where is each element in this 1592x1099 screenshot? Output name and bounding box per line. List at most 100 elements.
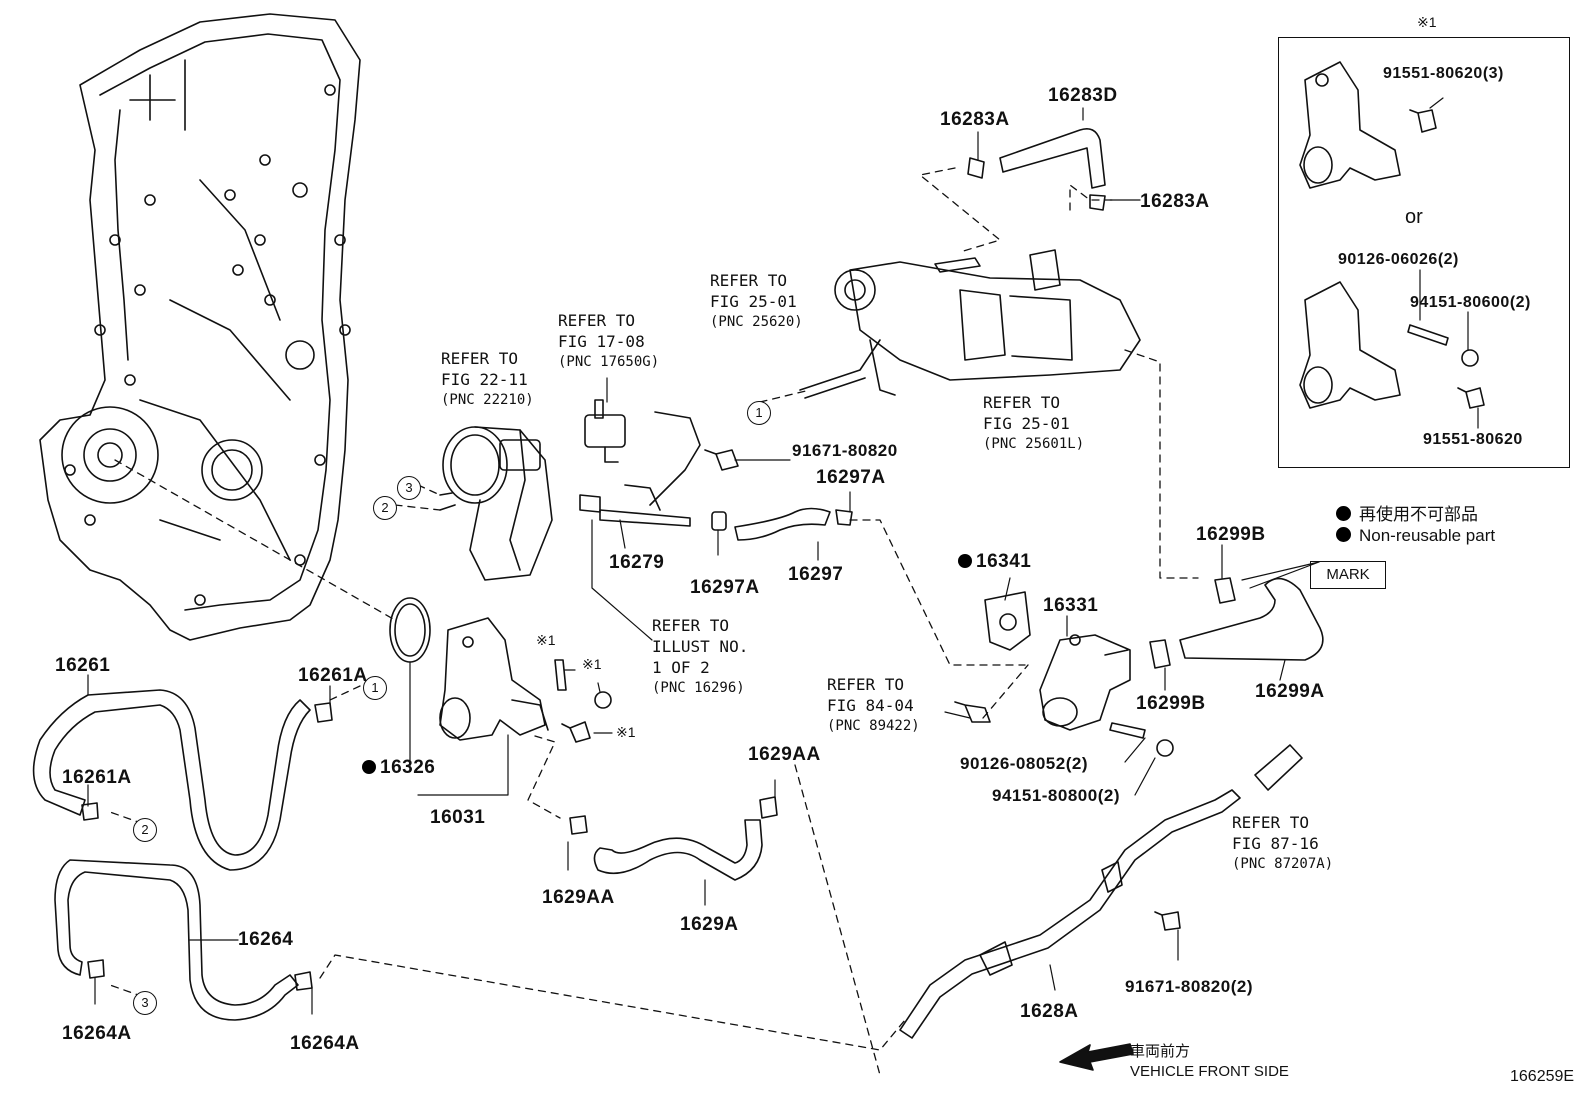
inset-part-94151-80600: 94151-80600(2) <box>1410 294 1531 311</box>
inset-part-91551-80620: 91551-80620 <box>1423 431 1523 448</box>
clip-16261A-top-drawing <box>314 702 333 723</box>
part-16261A-left: 16261A <box>62 767 132 788</box>
part-90126-08052: 90126-08052(2) <box>960 754 1088 773</box>
part-1629AA-top: 1629AA <box>748 744 821 765</box>
guide-lines <box>109 167 1199 1076</box>
part-16283D: 16283D <box>1048 85 1118 106</box>
callout-2-throttle: 2 <box>373 496 397 520</box>
gasket-16341-hole <box>999 613 1017 631</box>
nut-16031-drawing <box>594 691 612 709</box>
bracket-16279-drawing <box>579 411 701 527</box>
part-16031: 16031 <box>430 807 486 828</box>
legend-dot <box>1336 506 1351 521</box>
ref-fig-87-16: REFER TO FIG 87-16 (PNC 87207A) <box>1232 812 1333 875</box>
non-reusable-dot <box>958 554 972 568</box>
part-1629A: 1629A <box>680 914 739 935</box>
leader-lines <box>87 107 1320 1015</box>
ref-line: ILLUST NO. <box>652 637 749 656</box>
legend-non-reusable-en: Non-reusable part <box>1336 526 1495 546</box>
hose-87207A-drawing <box>1254 744 1303 791</box>
ref-fig-84-04: REFER TO FIG 84-04 (PNC 89422) <box>827 674 920 737</box>
part-16299B-bottom: 16299B <box>1136 693 1206 714</box>
ref-pnc: (PNC 17650G) <box>558 354 660 370</box>
gasket-16326-drawing <box>389 597 431 663</box>
clip-1629AA-top-drawing <box>759 796 778 819</box>
callout-3-hose: 3 <box>133 991 157 1015</box>
pipe-1628A-drawing <box>899 789 1241 1039</box>
throttle-body-drawing <box>439 426 553 581</box>
ref-line: REFER TO <box>558 311 636 330</box>
ref-line: FIG 22-11 <box>441 370 528 389</box>
inset-part-90126-06026: 90126-06026(2) <box>1338 251 1459 268</box>
ref-line: FIG 84-04 <box>827 696 914 715</box>
part-91671-80820: 91671-80820 <box>792 441 898 460</box>
part-16264A-right: 16264A <box>290 1033 360 1054</box>
clip-16261A-left-drawing <box>81 802 99 821</box>
ref-line: REFER TO <box>1232 813 1310 832</box>
part-16326: 16326 <box>380 757 436 778</box>
clip-16283A-right-drawing <box>1089 194 1106 211</box>
part-1629AA-bottom: 1629AA <box>542 887 615 908</box>
ref-line: FIG 25-01 <box>710 292 797 311</box>
part-16299A: 16299A <box>1255 681 1325 702</box>
ref-pnc: (PNC 25601L) <box>983 436 1085 452</box>
ref-pnc: (PNC 25620) <box>710 314 803 330</box>
clip-16299B-bottom-drawing <box>1149 639 1171 669</box>
callout-3-throttle: 3 <box>397 476 421 500</box>
front-side-jp: 車両前方 <box>1130 1043 1191 1060</box>
hose-16299A-drawing <box>1179 577 1324 661</box>
ref-line: FIG 17-08 <box>558 332 645 351</box>
part-16261A-top: 16261A <box>298 665 368 686</box>
part-16264A-left: 16264A <box>62 1023 132 1044</box>
callout-1-hose: 1 <box>363 676 387 700</box>
part-91671-80820-2: 91671-80820(2) <box>1125 977 1253 996</box>
part-16326-row: 16326 <box>362 758 435 777</box>
legend-jp-text: 再使用不可部品 <box>1359 505 1478 524</box>
note-mark-1-c: ※1 <box>616 724 636 740</box>
clip-16297A-drawing <box>711 511 727 531</box>
legend-en-text: Non-reusable part <box>1359 526 1496 545</box>
part-16297A-top: 16297A <box>816 467 886 488</box>
ref-line: REFER TO <box>441 349 519 368</box>
egr-cooler-drawing <box>799 249 1141 399</box>
bolt-91671-2-drawing <box>1154 911 1181 931</box>
front-side-en: VEHICLE FRONT SIDE <box>1130 1063 1289 1080</box>
hose-16264-drawing <box>54 859 299 1021</box>
clip-16264A-right-drawing <box>294 971 313 991</box>
note-mark-1-b: ※1 <box>582 656 602 672</box>
ref-line: REFER TO <box>652 616 730 635</box>
ref-pnc: (PNC 87207A) <box>1232 856 1334 872</box>
clip-1629AA-bottom-drawing <box>569 815 588 835</box>
legend-non-reusable-jp: 再使用不可部品 <box>1336 500 1478 525</box>
inset-or-label: or <box>1405 206 1423 228</box>
ref-pnc: (PNC 22210) <box>441 392 534 408</box>
part-16297A-bottom: 16297A <box>690 577 760 598</box>
ref-fig-22-11: REFER TO FIG 22-11 (PNC 22210) <box>441 348 534 411</box>
part-16283A-right: 16283A <box>1140 191 1210 212</box>
hose-1629A-drawing <box>593 819 763 881</box>
ref-line: 1 OF 2 <box>652 658 710 677</box>
gasket-16341-drawing <box>984 591 1031 651</box>
part-16279: 16279 <box>609 552 665 573</box>
part-16283A-top: 16283A <box>940 109 1010 130</box>
clip-16297A-top-drawing <box>835 509 853 526</box>
ref-line: FIG 87-16 <box>1232 834 1319 853</box>
inset-drawings <box>1299 61 1485 429</box>
ref-line: REFER TO <box>827 675 905 694</box>
mark-label: MARK <box>1310 561 1386 589</box>
callout-1-egr: 1 <box>747 401 771 425</box>
part-16331: 16331 <box>1043 595 1099 616</box>
figure-id: 166259E <box>1510 1068 1575 1085</box>
non-reusable-dot <box>362 760 376 774</box>
ref-fig-17-08: REFER TO FIG 17-08 (PNC 17650G) <box>558 310 659 373</box>
part-16341: 16341 <box>976 551 1032 572</box>
ref-pnc: (PNC 89422) <box>827 718 920 734</box>
hose-16261-drawing <box>32 689 311 871</box>
stud-16031-drawing <box>554 659 567 691</box>
part-16297: 16297 <box>788 564 844 585</box>
